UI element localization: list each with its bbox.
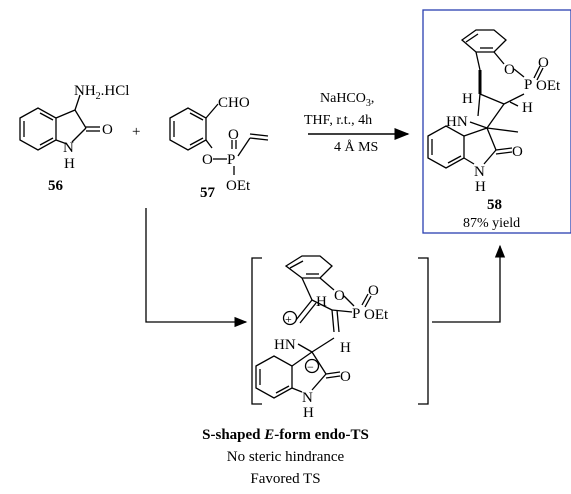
- phosphoryl-o-label: O: [228, 127, 239, 143]
- plus-sign: +: [132, 124, 140, 140]
- ts-oet-label: OEt: [364, 307, 389, 323]
- ring-o-label: O: [504, 62, 515, 78]
- phosphoryl-o-label: O: [538, 55, 549, 71]
- oet-label: OEt: [226, 178, 251, 194]
- conditions-line1: NaHCO3,: [320, 91, 374, 109]
- ts-h-label-1: H: [316, 294, 327, 310]
- amide-h-label: H: [475, 179, 486, 195]
- right-bracket: [418, 257, 429, 405]
- h-label-2: H: [522, 100, 533, 116]
- ts-phosphorus-label: P: [352, 306, 360, 322]
- ts-amide-h-label: H: [303, 405, 314, 421]
- svg-text:−: −: [307, 360, 314, 374]
- ts-caption-line3: Favored TS: [250, 471, 321, 487]
- ts-caption-title: S-shaped E-form endo-TS: [202, 427, 369, 443]
- ts-amide-n-label: N: [302, 390, 313, 406]
- yield-label: 87% yield: [463, 216, 520, 231]
- phosphorus-label: P: [227, 152, 235, 168]
- compound-number-56: 56: [48, 178, 64, 194]
- ts-hn-label: HN: [274, 337, 296, 353]
- compound-58-structure: O P O OEt H H HN O N H 58 87% yield: [427, 29, 561, 231]
- carbonyl-o-label: O: [102, 122, 113, 138]
- ts-caption-line2: No steric hindrance: [226, 449, 345, 465]
- pathway-line-down: [145, 208, 236, 323]
- compound-number-58: 58: [487, 197, 502, 213]
- amine-hcl-label: NH2.HCl: [74, 83, 129, 102]
- phosphorus-label: P: [524, 77, 532, 93]
- ts-minus-charge: [304, 358, 320, 374]
- svg-text:+: +: [285, 312, 292, 326]
- aldehyde-label: CHO: [218, 95, 250, 111]
- conditions-line2: THF, r.t., 4h: [304, 113, 372, 128]
- compound-56-structure: NH2.HCl O N H 56: [19, 83, 129, 194]
- product-box: [422, 9, 571, 234]
- compound-57-structure: CHO O P O OEt 57: [169, 95, 269, 201]
- compound-number-57: 57: [200, 185, 216, 201]
- amide-h-label: H: [64, 156, 75, 172]
- h-label-1: H: [462, 91, 473, 107]
- ts-plus-charge: [282, 310, 298, 326]
- conditions-line3: 4 Å MS: [334, 139, 378, 155]
- carbonyl-o-label: O: [512, 144, 523, 160]
- amide-n-label: N: [474, 164, 485, 180]
- left-bracket: [251, 257, 262, 405]
- ts-carbonyl-o-label: O: [340, 369, 351, 385]
- oet-label: OEt: [536, 78, 561, 94]
- ts-h-label-2: H: [340, 340, 351, 356]
- ts-ring-o-label: O: [334, 288, 345, 304]
- ts-phosphoryl-o-label: O: [368, 283, 379, 299]
- ester-o-label: O: [202, 152, 213, 168]
- amide-n-label: N: [63, 140, 74, 156]
- pathway-line-up: [432, 260, 501, 323]
- transition-state-structure: O P O OEt H H + HN − O N H: [255, 255, 389, 421]
- hn-label: HN: [446, 114, 468, 130]
